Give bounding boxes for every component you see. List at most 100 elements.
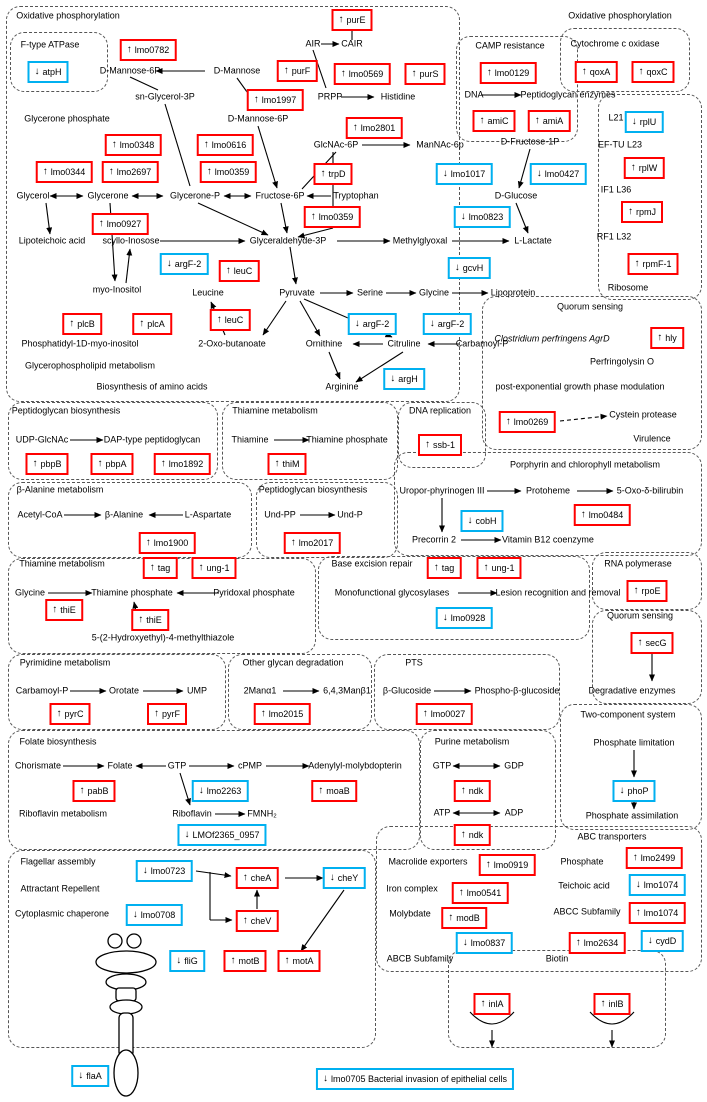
label-d-mannose: D-Mannose [213, 65, 261, 76]
label-chorismate: Chorismate [14, 760, 62, 771]
gene-label: pbpB [40, 459, 62, 469]
label-ornithine: Ornithine [305, 338, 343, 349]
gene-box-lmo1074: ↓lmo1074 [628, 874, 686, 896]
label-adenylyl-molybdopterin: Adenylyl-molybdopterin [308, 760, 402, 771]
label-und-p: Und-P [337, 509, 363, 520]
label-glycerone: Glycerone [87, 190, 129, 201]
up-arrow-icon: ↑ [479, 115, 485, 126]
up-arrow-icon: ↑ [320, 168, 326, 179]
gene-box-purS: ↑purS [404, 63, 446, 85]
label-cytoplasmic-chaperone: Cytoplasmic chaperone [14, 908, 110, 919]
group-peptidoglycan-1 [8, 402, 218, 480]
label-man-beta: 6,4,3Manβ1 [323, 685, 371, 696]
group-virulence [482, 296, 702, 450]
gene-box-purF: ↑purF [276, 60, 318, 82]
up-arrow-icon: ↑ [505, 416, 511, 427]
gene-label: lmo0927 [106, 219, 142, 229]
gene-label: lmo2017 [298, 538, 334, 548]
up-arrow-icon: ↑ [411, 68, 417, 79]
label-fmnh2: FMNH₂ [247, 808, 277, 819]
gene-label: lmo1900 [153, 538, 189, 548]
gene-label: trpD [328, 169, 346, 179]
up-arrow-icon: ↑ [154, 708, 159, 719]
label-glycine-2: Glycine [14, 587, 46, 598]
gene-box-lmo0705: ↓lmo0705 Bacterial invasion of epithelia… [315, 1068, 515, 1090]
label-attractant-repellent: Attractant Repellent [20, 883, 100, 894]
label-atp: ATP [433, 807, 451, 818]
label-tryptophan: Tryptophan [333, 190, 379, 201]
gene-box-lmo0823: ↓lmo0823 [453, 206, 511, 228]
up-arrow-icon: ↑ [198, 562, 204, 573]
flagellum-base [113, 1049, 139, 1097]
gene-box-lmo0723: ↓lmo0723 [135, 860, 193, 882]
up-arrow-icon: ↑ [108, 166, 114, 177]
label-d-fructose-1p: D-Fructose-1P [500, 136, 560, 147]
gene-box-amiA: ↑amiA [527, 110, 571, 132]
label-two-component-system: Two-component system [580, 709, 676, 720]
group-ftype-atpase [10, 32, 108, 92]
gene-box-lmo0569: ↑lmo0569 [333, 63, 391, 85]
up-arrow-icon: ↑ [97, 458, 103, 469]
label-oxidative-phosphorylation-right: Oxidative phosphorylation [568, 10, 672, 21]
gene-box-lmo0919: ↑lmo0919 [478, 854, 536, 876]
gene-label: amiC [487, 116, 509, 126]
gene-label: plcB [77, 319, 95, 329]
gene-box-cobH: ↓cobH [460, 510, 504, 532]
gene-label: lmo0269 [513, 417, 549, 427]
gene-label: hly [665, 333, 677, 343]
group-ribosome [598, 94, 702, 300]
gene-box-phoP: ↓phoP [612, 780, 656, 802]
gene-label: secG [645, 638, 667, 648]
label-air: AIR [305, 38, 321, 49]
up-arrow-icon: ↑ [242, 915, 248, 926]
label-glycerone-p: Glycerone-P [169, 190, 221, 201]
up-arrow-icon: ↑ [160, 458, 166, 469]
gene-label: lmo2697 [116, 167, 152, 177]
down-arrow-icon: ↓ [329, 872, 335, 883]
down-arrow-icon: ↓ [176, 955, 182, 966]
up-arrow-icon: ↑ [32, 458, 38, 469]
gene-box-thiE: ↑thiE [45, 599, 83, 621]
label-rna-polymerase: RNA polymerase [604, 558, 672, 569]
label-beta-glucoside: β-Glucoside [382, 685, 432, 696]
label-und-pp: Und-PP [264, 509, 296, 520]
gene-label: inlB [608, 999, 624, 1009]
label-gtp-2: GTP [432, 760, 452, 771]
group-other-glycan [228, 654, 372, 730]
label-thiamine-phosphate-2: Thiamine phosphate [91, 587, 173, 598]
gene-box-rpmF-1: ↑rpmF-1 [627, 253, 679, 275]
gene-label: lmo2499 [640, 853, 676, 863]
label-cair: CAIR [341, 38, 363, 49]
label-beta-alanine: β-Alanine [104, 509, 144, 520]
up-arrow-icon: ↑ [42, 166, 48, 177]
up-arrow-icon: ↑ [149, 562, 155, 573]
up-arrow-icon: ↑ [352, 122, 358, 133]
label-acetyl-coa: Acetyl-CoA [17, 509, 63, 520]
label-l-aspartate: L-Aspartate [184, 509, 232, 520]
gene-box-lmo2634: ↑lmo2634 [568, 932, 626, 954]
gene-box-pyrF: ↑pyrF [147, 703, 187, 725]
up-arrow-icon: ↑ [79, 785, 85, 796]
gene-label: lmo1997 [261, 95, 297, 105]
label-dna-top: DNA [464, 89, 484, 100]
gene-label: flaA [86, 1071, 102, 1081]
gene-label: rplW [638, 163, 658, 173]
gene-label: lmo0348 [119, 140, 155, 150]
gene-box-lmo2015: ↑lmo2015 [253, 703, 311, 725]
gene-label: cydD [655, 936, 677, 946]
gene-label: ndk [468, 830, 484, 840]
label-adp: ADP [504, 807, 524, 818]
gene-box-purE: ↑purE [331, 9, 373, 31]
down-arrow-icon: ↓ [536, 168, 542, 179]
down-arrow-icon: ↓ [184, 829, 190, 840]
gene-box-lmo1997: ↑lmo1997 [246, 89, 304, 111]
label-macrolide-exporters: Macrolide exporters [388, 856, 468, 867]
up-arrow-icon: ↑ [260, 708, 266, 719]
label-abc-transporters: ABC transporters [577, 831, 647, 842]
gene-label: purF [291, 66, 311, 76]
label-orotate: Orotate [108, 685, 140, 696]
gene-label: ssb-1 [432, 440, 456, 450]
gene-label: pabB [87, 786, 109, 796]
gene-label: lmo0359 [214, 167, 250, 177]
gene-label: lmo0723 [150, 866, 186, 876]
